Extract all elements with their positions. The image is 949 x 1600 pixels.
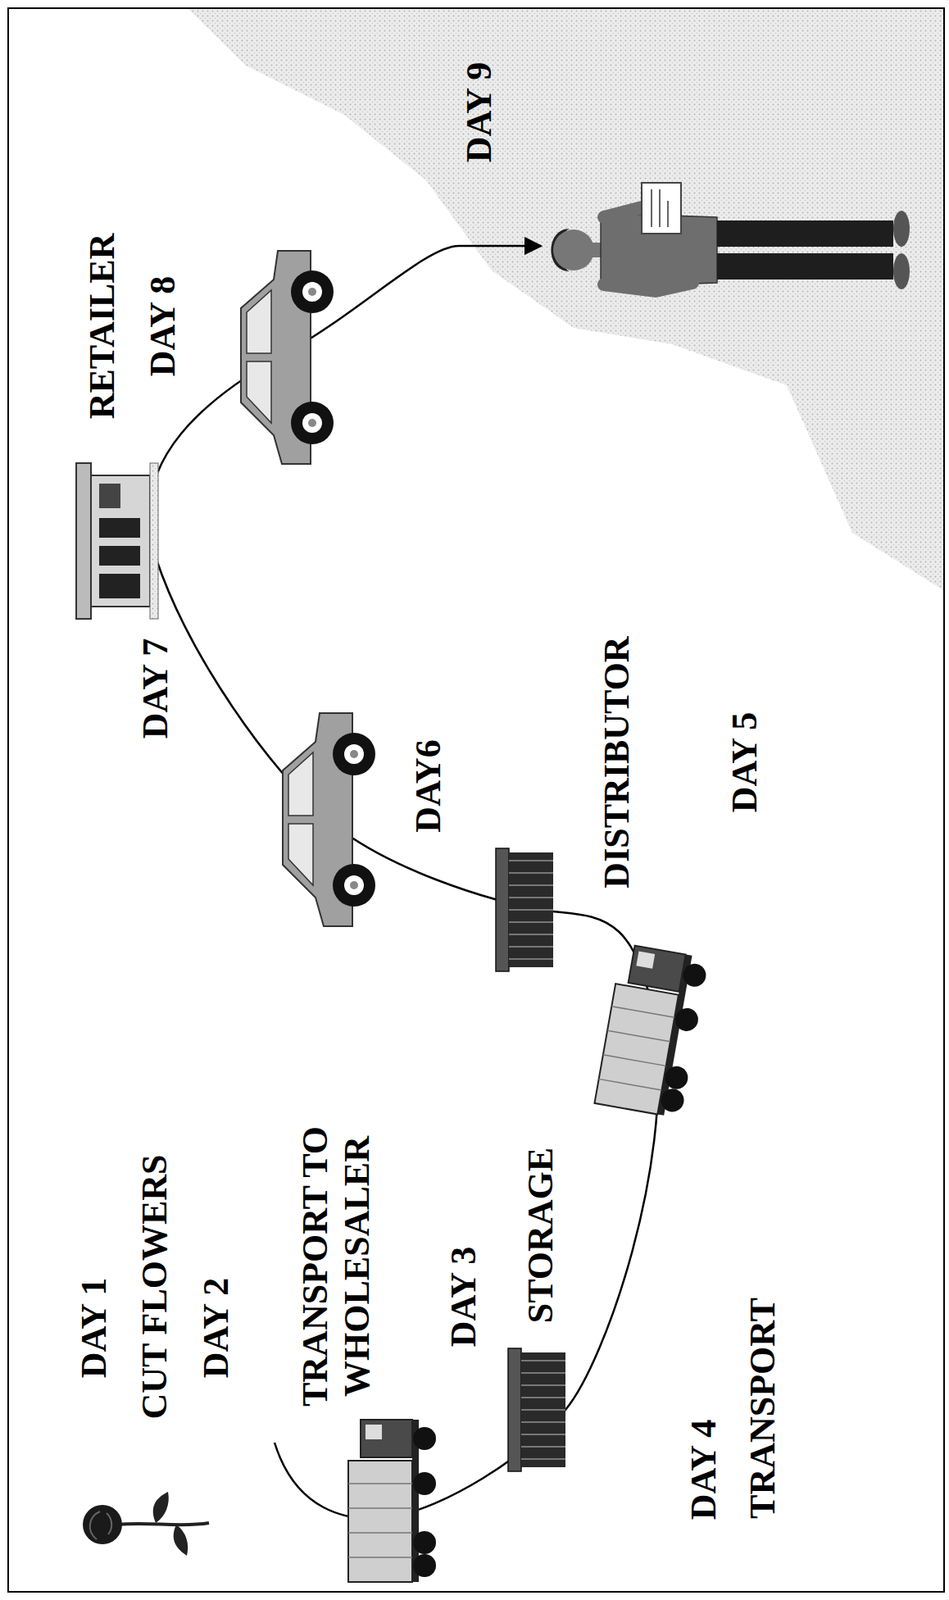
rose-icon-part xyxy=(153,1491,169,1523)
stage-label: DAY 8 xyxy=(142,276,185,377)
stage-label: DAY 3 xyxy=(443,1246,486,1348)
frame-border xyxy=(8,8,945,1592)
store-icon-part xyxy=(99,483,121,509)
truck-icon xyxy=(348,1419,436,1582)
car-icon xyxy=(240,250,334,464)
person-figure-part xyxy=(893,210,910,247)
person-figure-part xyxy=(603,282,693,291)
car-icon-part xyxy=(332,732,376,776)
truck-icon-part xyxy=(681,962,708,989)
warehouse-icon-part xyxy=(508,860,554,959)
truck-icon-part xyxy=(413,1471,436,1495)
car-icon-part xyxy=(308,418,317,427)
person-figure-part xyxy=(717,253,894,280)
rose-icon-part xyxy=(90,1511,112,1540)
car-icon-part xyxy=(302,281,323,302)
store-icon-part xyxy=(99,573,141,599)
stage-label: RETAILER xyxy=(81,233,124,420)
store-icon-part xyxy=(99,517,141,538)
car-icon xyxy=(282,712,376,927)
truck-icon-part xyxy=(360,1419,413,1458)
stage-label: DAY6 xyxy=(408,739,450,832)
stage-label: STORAGE xyxy=(520,1147,563,1323)
store-icon-part xyxy=(76,463,91,619)
truck-icon-part xyxy=(658,1086,686,1113)
stage-label: DAY 2 xyxy=(195,1277,238,1379)
stage-label: DAY 4 xyxy=(683,1419,726,1521)
car-icon-part xyxy=(288,752,314,816)
person-figure-part xyxy=(641,182,682,234)
car-icon-part xyxy=(302,413,323,433)
stage-label: DAY 1 xyxy=(73,1277,116,1379)
warehouse-icon xyxy=(495,848,554,972)
truck-icon-part xyxy=(348,1460,413,1582)
store-icon-part xyxy=(149,463,159,619)
stage-label: DAY 7 xyxy=(135,638,178,740)
person-figure-part xyxy=(553,229,595,271)
warehouse-icon-part xyxy=(495,848,509,972)
car-icon-part xyxy=(308,287,317,296)
truck-icon-part xyxy=(413,1426,436,1450)
truck-icon-part xyxy=(413,1553,436,1577)
stage-label: DAY 9 xyxy=(458,62,501,164)
car-icon-part xyxy=(344,875,364,895)
rose-icon-part xyxy=(118,1522,209,1525)
car-icon-part xyxy=(332,863,376,907)
person-figure-part xyxy=(717,220,894,247)
rose-icon-part xyxy=(82,1504,123,1544)
stage-label: TRANSPORT TO WHOLESALER xyxy=(295,1102,378,1431)
truck-icon-part xyxy=(628,945,686,992)
rose-icon-part xyxy=(173,1524,189,1556)
warehouse-icon-part xyxy=(521,1352,566,1467)
car-icon-part xyxy=(344,744,364,764)
truck-icon xyxy=(594,943,709,1119)
person-figure xyxy=(551,182,911,291)
warehouse-icon-part xyxy=(508,852,554,968)
truck-icon-part xyxy=(635,950,655,968)
truck-icon-part xyxy=(365,1424,382,1440)
store-icon xyxy=(76,463,159,619)
store-icon-part xyxy=(99,545,141,566)
stage-label: DAY 5 xyxy=(724,712,767,813)
car-icon-part xyxy=(290,270,334,314)
car-icon-part xyxy=(349,749,359,759)
car-icon-part xyxy=(290,401,334,445)
flow-curve xyxy=(149,245,659,1518)
truck-icon-part xyxy=(599,1006,675,1090)
sky-ground xyxy=(188,9,944,591)
car-icon-part xyxy=(288,823,314,886)
person-figure-part xyxy=(651,189,668,228)
stage-label: TRANSPORT xyxy=(742,1297,785,1519)
person-figure-part xyxy=(893,253,910,290)
store-icon-part xyxy=(90,475,150,607)
truck-icon-part xyxy=(662,1064,690,1091)
truck-icon-part xyxy=(673,1006,700,1033)
truck-icon-part xyxy=(348,1483,413,1558)
car-icon-part xyxy=(349,880,359,890)
truck-icon-part xyxy=(413,1530,436,1554)
warehouse-icon-part xyxy=(521,1360,566,1459)
stage-label: CUT FLOWERS xyxy=(134,1153,177,1419)
stage-label: DISTRIBUTOR xyxy=(596,635,639,888)
rose-icon xyxy=(82,1491,209,1556)
warehouse-icon-part xyxy=(508,1348,522,1472)
car-icon-part xyxy=(246,361,272,423)
car-icon-part xyxy=(246,290,272,354)
warehouse-icon xyxy=(508,1348,566,1472)
